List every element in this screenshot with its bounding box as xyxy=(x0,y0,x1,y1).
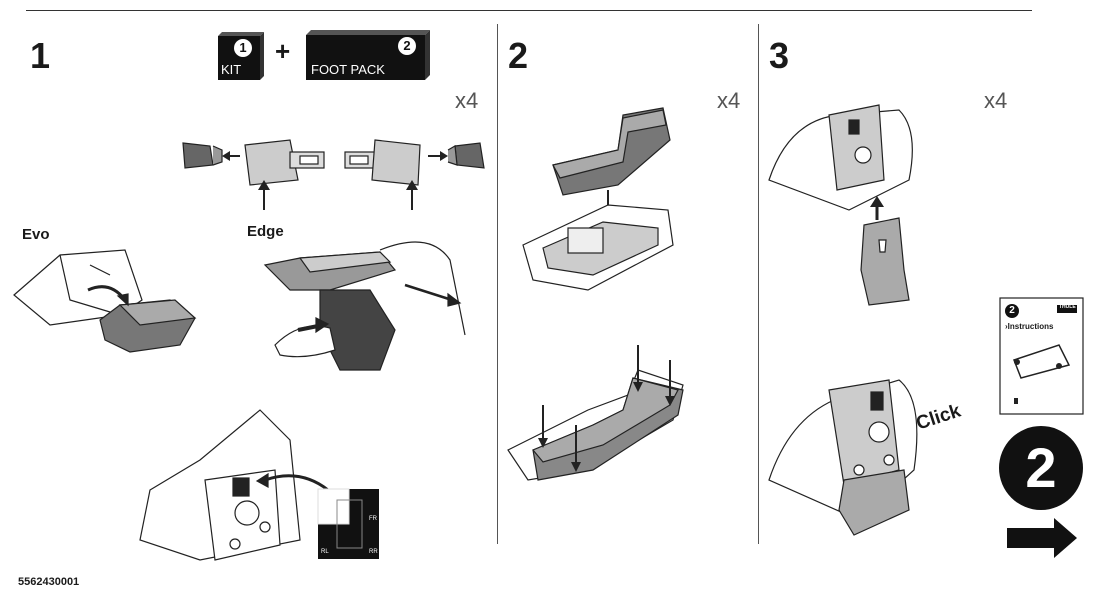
column-divider-1 xyxy=(497,24,498,544)
foot-pack-label: FOOT PACK xyxy=(311,62,385,77)
foot-pack-badge: 2 xyxy=(398,37,416,55)
foot-top-icon xyxy=(768,104,913,211)
top-rule xyxy=(26,10,1032,11)
step-1-multiplier: x4 xyxy=(455,88,479,113)
position-rr: RR xyxy=(369,549,378,555)
booklet-title: Instructions xyxy=(1007,322,1054,331)
foot-base-icon xyxy=(522,204,674,291)
step-2-number: 2 xyxy=(508,35,529,76)
arrow-left-icon xyxy=(222,151,230,161)
kit-badge: 1 xyxy=(234,39,252,57)
booklet-title-wrap: ›Instructions xyxy=(1005,322,1053,331)
step-2-multiplier: x4 xyxy=(717,88,741,113)
booklet-brand: THULE xyxy=(1059,304,1076,310)
foot-pack-box: 2 FOOT PACK xyxy=(306,30,430,80)
kit-box: 1 KIT xyxy=(218,32,264,80)
step-2-illustrations xyxy=(507,107,684,481)
next-step-number: 2 xyxy=(1025,436,1057,499)
left-pad-icon xyxy=(182,142,223,169)
column-divider-2 xyxy=(758,24,759,544)
step-3-illustrations xyxy=(768,104,1084,558)
kit-label: KIT xyxy=(221,62,242,77)
position-chart-icon xyxy=(317,488,379,559)
step-3-multiplier: x4 xyxy=(984,88,1008,113)
pad-installed-icon xyxy=(507,369,684,481)
step-1-number: 1 xyxy=(30,35,51,76)
step-3-number: 3 xyxy=(769,35,790,76)
plus-sign: + xyxy=(275,36,291,66)
right-pad-icon xyxy=(447,142,485,169)
rubber-pad-icon xyxy=(552,107,671,196)
car-side-illustration-icon xyxy=(139,409,329,561)
next-arrow-icon xyxy=(1007,518,1077,558)
instruction-booklet-icon xyxy=(999,297,1084,415)
position-rl: RL xyxy=(321,549,329,555)
next-step-circle xyxy=(999,426,1083,510)
edge-illustration-icon xyxy=(263,241,466,371)
foot-click-icon xyxy=(768,379,918,536)
evo-label: Evo xyxy=(22,226,50,243)
chevron-right-icon: › xyxy=(1005,322,1008,331)
edge-label: Edge xyxy=(247,223,284,240)
bracket-icon xyxy=(860,217,910,306)
evo-illustration-icon xyxy=(13,249,197,353)
step-1-illustrations xyxy=(13,139,485,561)
foot-left-icon xyxy=(244,139,325,186)
foot-right-icon xyxy=(344,139,421,186)
position-fr: FR xyxy=(369,516,377,522)
document-number: 5562430001 xyxy=(18,576,80,588)
booklet-badge: 2 xyxy=(1009,305,1015,316)
arrow-up-icon xyxy=(870,196,884,207)
arrow-right-icon xyxy=(440,151,448,161)
